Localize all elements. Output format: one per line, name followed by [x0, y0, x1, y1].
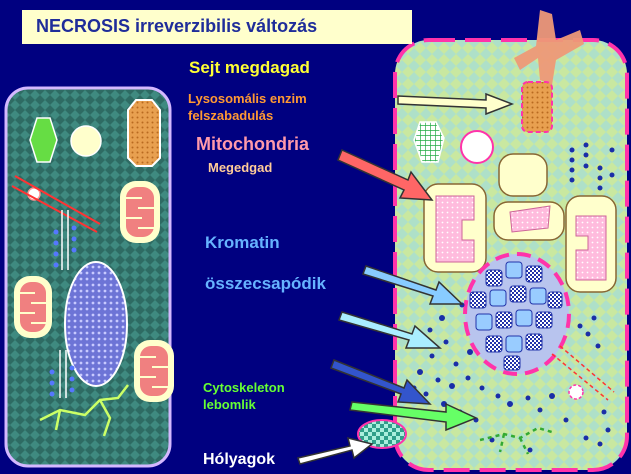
label-chromatin-clumps: összecsapódik: [205, 274, 326, 294]
label-kromatin: Kromatin: [205, 233, 280, 253]
arrow-blebs: [298, 438, 372, 464]
label-cytoskeleton-2: lebomlik: [203, 398, 256, 413]
label-mitochondria: Mitochondria: [196, 134, 309, 155]
label-lysosomal-1: Lysosomális enzim: [188, 92, 307, 107]
normal-mitochondrion-2: [14, 276, 52, 338]
label-cytoskeleton-1: Cytoskeleton: [203, 381, 285, 396]
swollen-mitochondrion-4: [566, 196, 616, 292]
normal-lysosome: [128, 100, 160, 166]
label-cell-swells: Sejt megdagad: [189, 58, 310, 78]
label-mito-swell: Megedgad: [208, 161, 272, 176]
necrotic-vacuole: [461, 131, 493, 163]
normal-mitochondrion-1: [120, 181, 160, 243]
normal-mitochondrion-3: [134, 340, 174, 402]
swollen-mitochondrion-1: [424, 184, 486, 272]
label-blebs: Hólyagok: [203, 451, 275, 469]
ruptured-lysosome: [522, 82, 552, 132]
normal-cell: [6, 88, 174, 466]
title-box: NECROSIS irreverzibilis változás: [22, 10, 412, 44]
swollen-mitochondrion-3: [494, 202, 564, 240]
label-lysosomal-2: felszabadulás: [188, 109, 273, 124]
page-title: NECROSIS irreverzibilis változás: [36, 16, 317, 36]
normal-vacuole: [71, 126, 101, 156]
swollen-mitochondrion-2: [499, 154, 547, 196]
necrotic-granule: [569, 385, 583, 399]
